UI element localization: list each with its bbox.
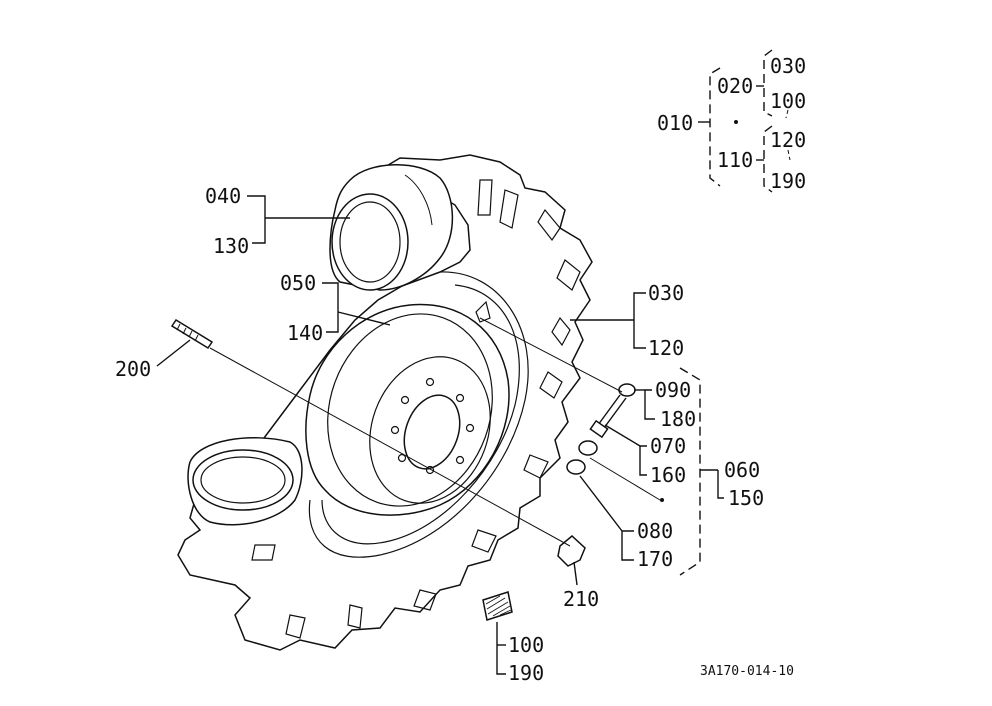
callout-040: 040 — [205, 184, 241, 208]
tire-tube-bottom — [187, 437, 303, 526]
rim-inner-arc — [308, 271, 529, 558]
callouts: 010 020 030 100 110 120 190 040 130 050 … — [115, 49, 806, 685]
callout-030b: 030 — [648, 281, 684, 305]
callout-120a: 120 — [770, 128, 806, 152]
wheel-nut — [557, 535, 586, 567]
callout-130: 130 — [213, 234, 249, 258]
repair-patch — [482, 591, 513, 621]
stud-bolt — [170, 318, 214, 350]
callout-190b: 190 — [508, 661, 544, 685]
callout-060: 060 — [724, 458, 760, 482]
callout-180: 180 — [660, 407, 696, 431]
callout-020: 020 — [717, 74, 753, 98]
drawing-code: 3A170-014-10 — [700, 664, 794, 679]
callout-100a: 100 — [770, 89, 806, 113]
callout-070: 070 — [650, 434, 686, 458]
callout-210: 210 — [563, 587, 599, 611]
callout-150: 150 — [728, 486, 764, 510]
callout-010: 010 — [657, 111, 693, 135]
lug-slots — [251, 179, 581, 639]
callout-090: 090 — [655, 378, 691, 402]
callout-100b: 100 — [508, 633, 544, 657]
callout-030a: 030 — [770, 54, 806, 78]
callout-110: 110 — [717, 148, 753, 172]
wheel-drawing — [170, 154, 661, 651]
callout-200: 200 — [115, 357, 151, 381]
callout-120b: 120 — [648, 336, 684, 360]
rim-disc — [305, 303, 510, 516]
callout-170: 170 — [637, 547, 673, 571]
callout-140: 140 — [287, 321, 323, 345]
callout-190a: 190 — [770, 169, 806, 193]
tire-tube-top — [329, 164, 454, 291]
callout-080: 080 — [637, 519, 673, 543]
callout-050: 050 — [280, 271, 316, 295]
callout-160: 160 — [650, 463, 686, 487]
